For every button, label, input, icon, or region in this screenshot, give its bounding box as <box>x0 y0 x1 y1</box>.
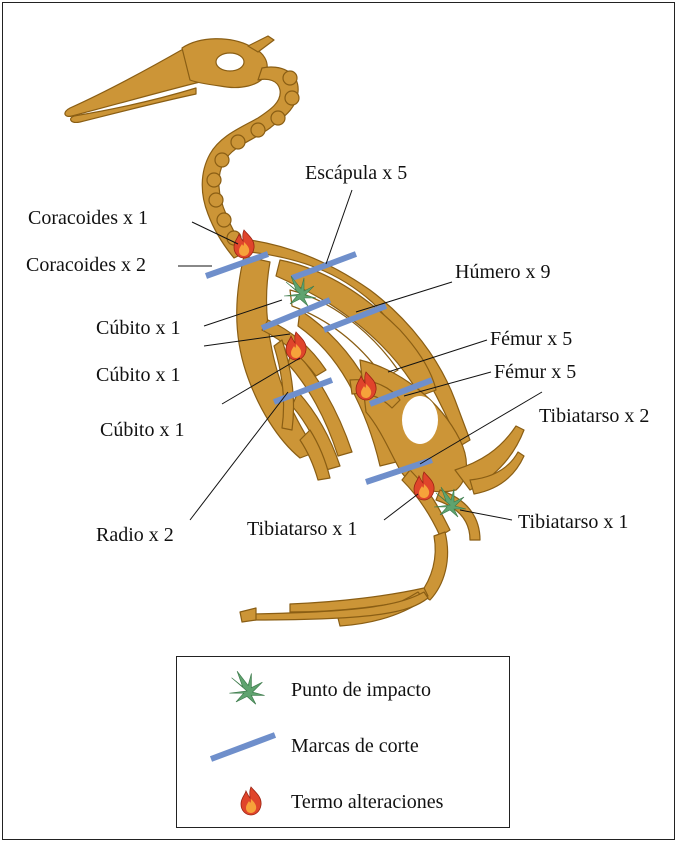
cut-mark-icon <box>205 725 285 765</box>
label-escapula: Escápula x 5 <box>305 163 407 183</box>
label-cubito-b: Cúbito x 1 <box>96 365 180 385</box>
label-femur-b: Fémur x 5 <box>494 362 576 382</box>
impact-star-icon <box>217 671 277 711</box>
label-tibiatarso-1b: Tibiatarso x 1 <box>518 512 628 532</box>
label-tibiatarso-2: Tibiatarso x 2 <box>539 406 649 426</box>
legend: Punto de impacto Marcas de corte Termo a… <box>176 656 510 828</box>
legend-row-cut: Marcas de corte <box>177 725 509 765</box>
label-radio: Radio x 2 <box>96 525 174 545</box>
label-humero: Húmero x 9 <box>455 262 551 282</box>
label-coracoides-2: Coracoides x 2 <box>26 255 146 275</box>
legend-impact-label: Punto de impacto <box>291 679 431 702</box>
label-femur-a: Fémur x 5 <box>490 329 572 349</box>
flame-icon <box>231 781 271 821</box>
legend-cut-label: Marcas de corte <box>291 735 419 758</box>
legend-row-thermal: Termo alteraciones <box>177 781 509 821</box>
label-coracoides-1: Coracoides x 1 <box>28 208 148 228</box>
legend-row-impact: Punto de impacto <box>177 669 509 709</box>
label-cubito-a: Cúbito x 1 <box>96 318 180 338</box>
legend-thermal-label: Termo alteraciones <box>291 791 443 814</box>
label-cubito-c: Cúbito x 1 <box>100 420 184 440</box>
label-tibiatarso-1a: Tibiatarso x 1 <box>247 519 357 539</box>
